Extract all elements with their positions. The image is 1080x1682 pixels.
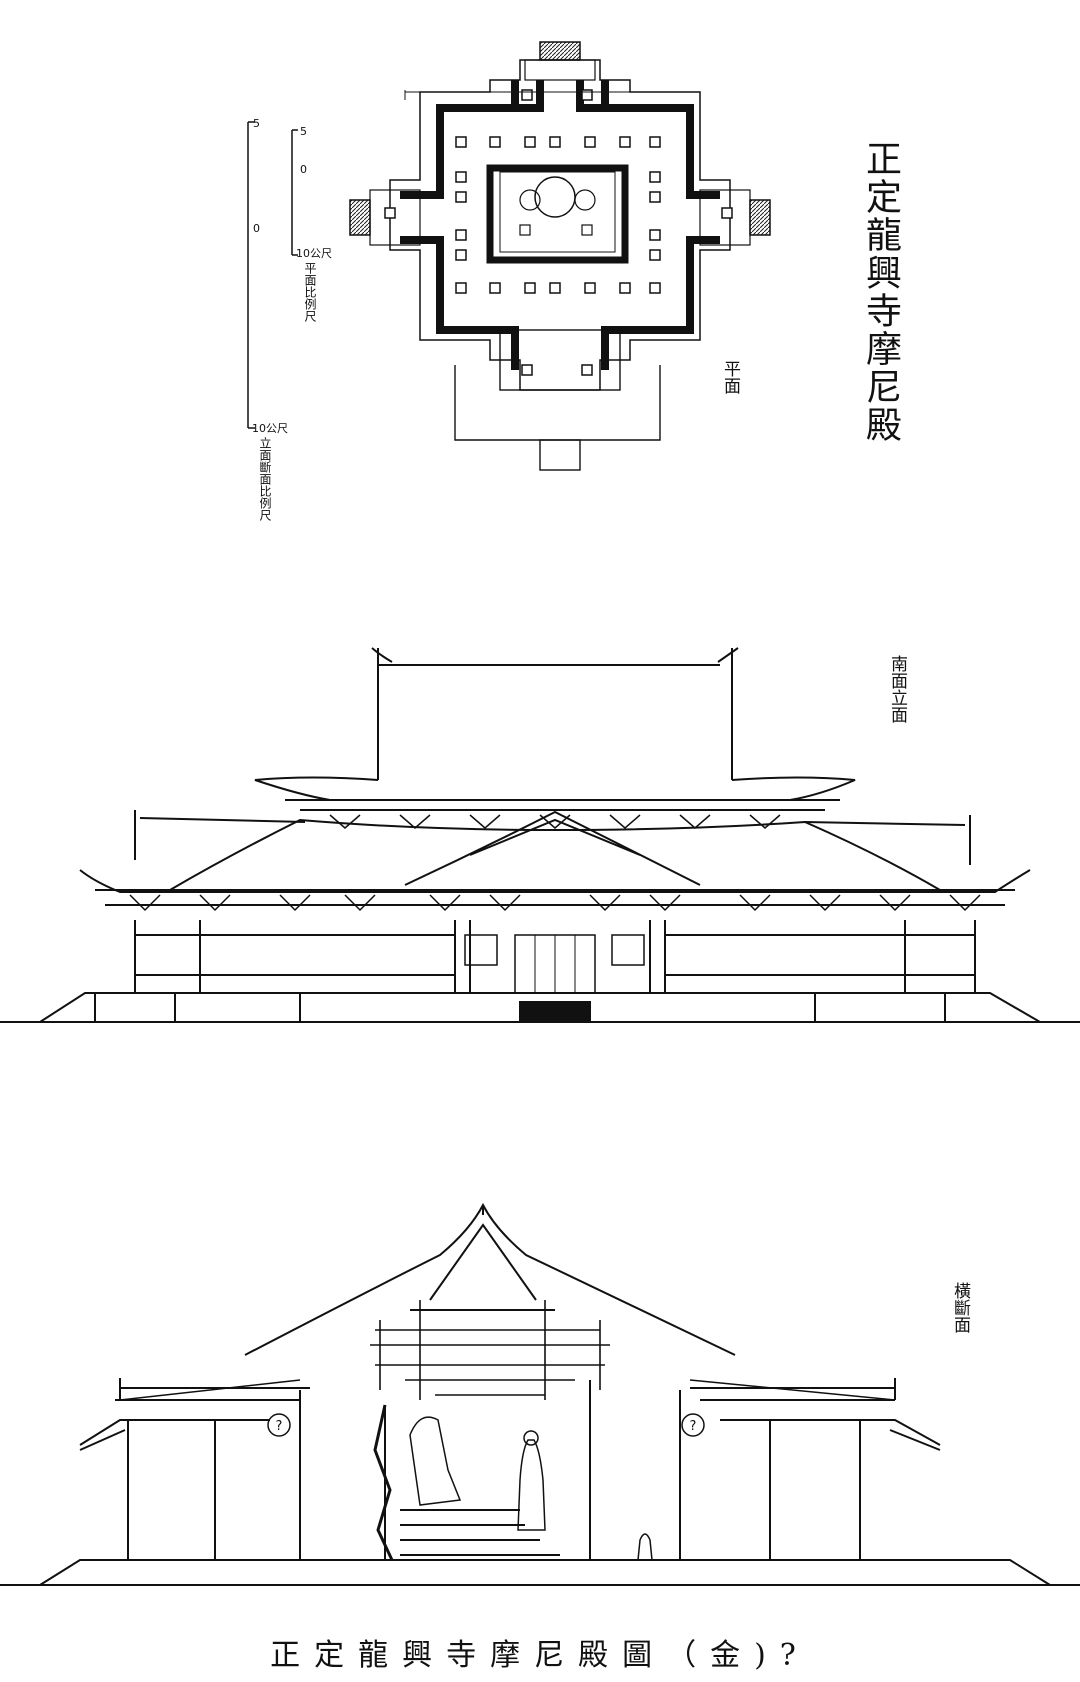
elevation-scale-tick-10m: 10公尺 [252,422,288,435]
plan-wall [511,80,609,112]
elevation-scale-tick-5: 5 [253,117,260,130]
section-right-roof [690,1378,941,1451]
elevation-scale-bar [247,121,255,429]
front-gable [404,810,701,886]
drawing-title: 正定龍興寺摩尼殿 [860,140,901,444]
left-window [464,934,498,966]
section-left-roof [79,1378,310,1451]
elevation-wall [134,920,976,993]
east-stair [749,199,771,236]
scale-bars [247,121,298,429]
south-elevation [0,647,1080,1023]
south-elevation-label: 南面立面 [887,655,907,723]
section-mark-right [681,1413,705,1437]
upper-eave [285,799,840,811]
entrance-step [519,1001,591,1023]
plan-scale-bar [291,129,298,256]
lower-eave [79,869,1031,893]
plan-wall-main [400,104,720,370]
buddha-seat [534,176,576,218]
plan-scale-tick-0: 0 [300,163,307,176]
south-porch [499,329,621,391]
small-figure [637,1533,653,1561]
section-main-roof [244,1202,736,1356]
plan-scale-tick-5: 5 [300,125,307,138]
central-wall-break [373,1404,394,1561]
bracket-sets [129,814,981,912]
elevation-scale-label: 立面斷面比例尺 [258,437,272,521]
plan-scale-label: 平面比例尺 [303,262,317,322]
plan-label: 平面 [720,360,740,394]
elevation-scale-tick-0: 0 [253,222,260,235]
plan-dimension [404,90,700,100]
plan-columns [384,89,733,376]
south-platform [454,365,661,441]
section-ground [0,1559,1080,1586]
section-mark-left [267,1413,291,1437]
section-trusses [370,1329,610,1396]
north-porch-stair [539,41,581,61]
section-mark-left-text: ? [276,1419,283,1434]
right-window [611,934,645,966]
west-stair [349,199,371,236]
south-step [539,439,581,471]
buddha-figure [517,1439,546,1531]
bodhisattva-figure [409,1416,462,1506]
figure-caption: 正定龍興寺摩尼殿圖（金)? [270,1638,810,1673]
middle-roof [134,810,971,865]
cross-section-label: 橫斷面 [950,1282,970,1333]
plan-scale-tick-10m: 10公尺 [296,247,332,260]
floor-plan [349,41,771,471]
altar-enclosure [486,164,629,264]
section-columns [127,1380,861,1560]
cross-section: ? ? [0,1202,1080,1586]
upper-roof [371,647,739,780]
section-mark-right-text: ? [690,1419,697,1434]
altar-steps [400,1509,560,1556]
